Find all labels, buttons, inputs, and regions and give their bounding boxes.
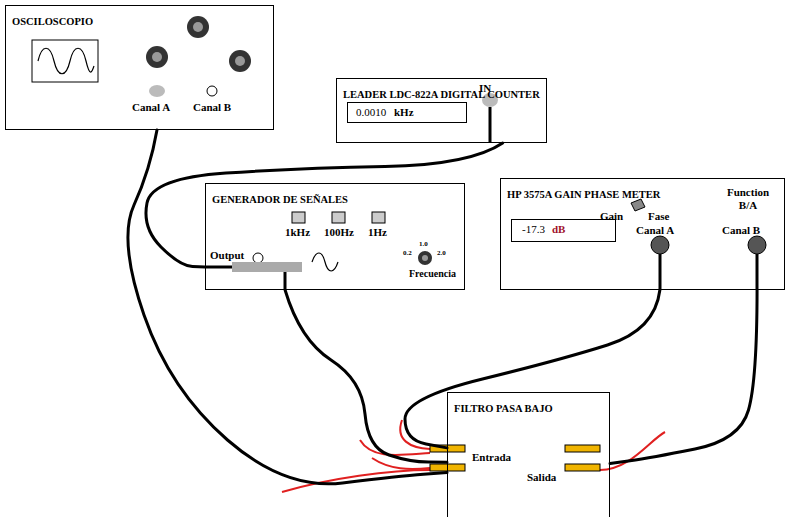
counter-display: 0.0010 kHz bbox=[347, 102, 467, 123]
port-label: Function B/A bbox=[722, 186, 774, 211]
port-label: Canal B bbox=[722, 224, 760, 237]
coax-cable bbox=[405, 290, 660, 448]
meter-input-a bbox=[651, 236, 669, 254]
panel-title: HP 3575A GAIN PHASE METER bbox=[507, 189, 660, 200]
panel-title: OSCILOSCOPIO bbox=[12, 16, 93, 27]
cable-stub bbox=[489, 107, 492, 143]
port-label: Output bbox=[210, 249, 244, 262]
scope-input-b bbox=[207, 86, 217, 96]
port-label: Salida bbox=[527, 471, 556, 484]
panel-title: GENERADOR DE SEÑALES bbox=[212, 194, 348, 205]
panel-title: LEADER LDC-822A DIGITAL COUNTER bbox=[343, 89, 540, 100]
bnc-tee bbox=[232, 262, 302, 272]
output-jack bbox=[253, 253, 263, 263]
port-label: Entrada bbox=[472, 451, 511, 464]
port-label: Canal A bbox=[636, 224, 674, 237]
port-label: 1.0 bbox=[419, 240, 428, 248]
port-label: 1kHz bbox=[285, 226, 310, 239]
port-label: Frecuencia bbox=[409, 268, 456, 280]
port-label: 1Hz bbox=[368, 226, 387, 239]
scope-knobs bbox=[146, 16, 251, 72]
sine-symbol bbox=[312, 253, 338, 271]
scope-trace bbox=[38, 48, 94, 74]
coax-cable bbox=[285, 290, 447, 462]
coax-cable bbox=[146, 143, 503, 267]
meter-input-b bbox=[748, 236, 766, 254]
display-unit: dB bbox=[552, 223, 565, 235]
counter-panel: LEADER LDC-822A DIGITAL COUNTER 0.0010 kHz bbox=[336, 78, 547, 143]
panel-title: FILTRO PASA BAJO bbox=[454, 403, 553, 414]
port-label: IN bbox=[479, 82, 491, 95]
port-label: 2.0 bbox=[437, 249, 446, 257]
scope-screen bbox=[32, 40, 98, 82]
port-label: 0.2 bbox=[403, 249, 412, 257]
display-value: -17.3 bbox=[522, 223, 545, 235]
frequency-knob bbox=[418, 251, 432, 265]
range-buttons bbox=[292, 212, 385, 223]
port-label: 100Hz bbox=[324, 226, 354, 239]
port-label: Gain bbox=[600, 210, 623, 223]
port-label: Canal B bbox=[193, 101, 231, 114]
port-label: Canal A bbox=[132, 101, 170, 114]
port-label: Fase bbox=[648, 210, 669, 223]
display-unit: kHz bbox=[394, 106, 414, 118]
red-leads bbox=[282, 420, 665, 492]
coax-cable bbox=[610, 290, 757, 464]
filter-terminals bbox=[430, 445, 600, 471]
display-value: 0.0010 bbox=[356, 106, 386, 118]
scope-input-a bbox=[149, 85, 165, 97]
meter-display: -17.3 dB bbox=[511, 219, 616, 242]
filter-box: FILTRO PASA BAJO bbox=[447, 392, 610, 517]
gain-phase-switch bbox=[631, 199, 645, 211]
